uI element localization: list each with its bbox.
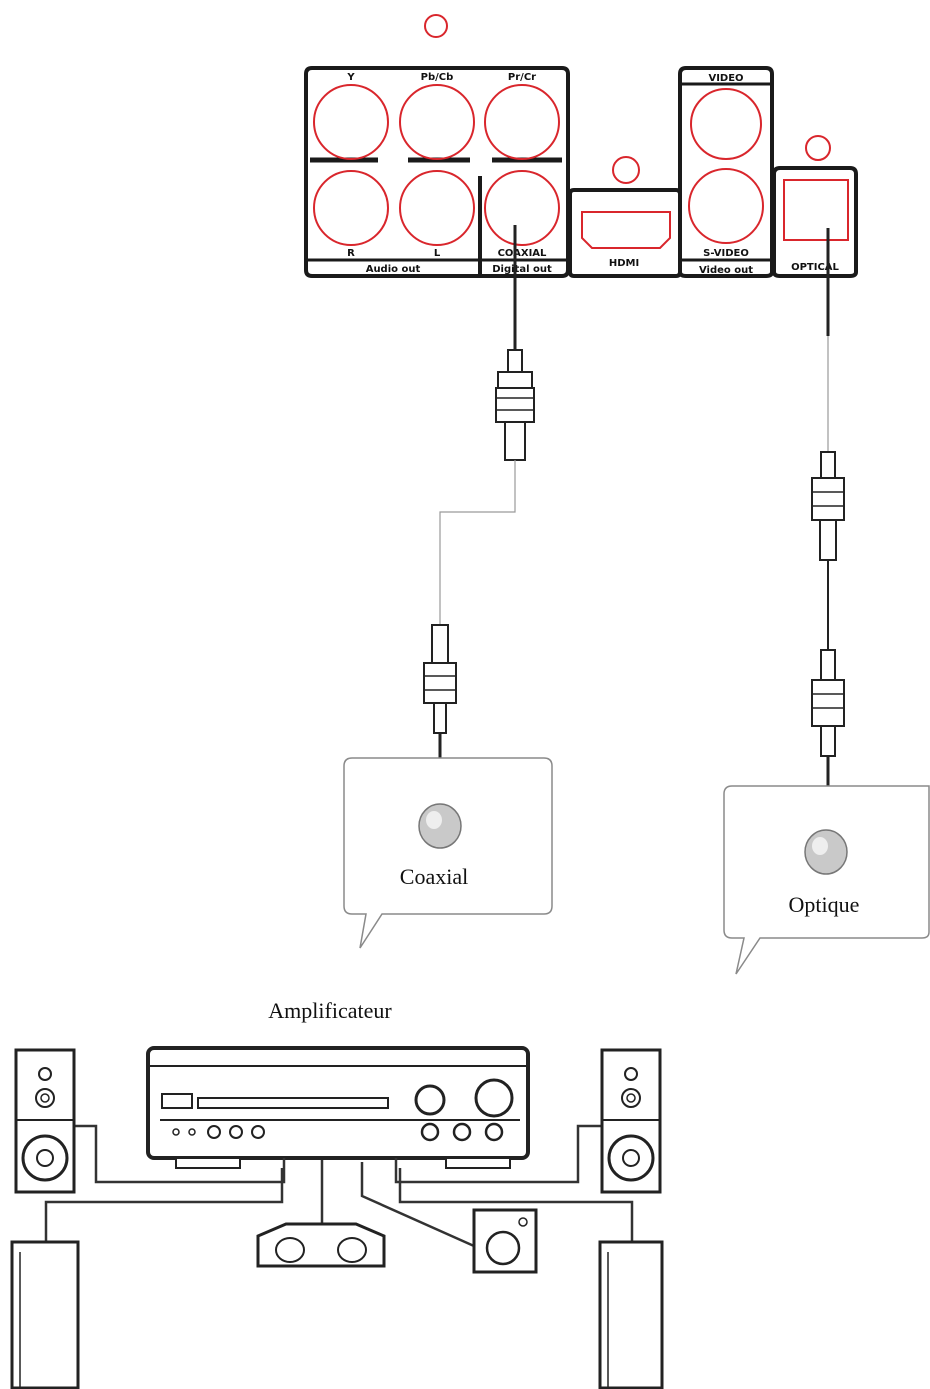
jack-video (690, 88, 762, 160)
jack-pr (484, 84, 560, 160)
jack-label-r: R (347, 248, 355, 259)
rca-plug-lower (423, 624, 457, 734)
jack-svideo (688, 168, 764, 244)
marker-circle-optical (805, 135, 831, 161)
coaxial-cable (423, 225, 535, 808)
section-video-out: Video out (699, 265, 753, 276)
hdmi-label: HDMI (609, 258, 639, 269)
svideo-label: S-VIDEO (703, 248, 749, 259)
callout-optique: Optique (723, 785, 930, 975)
optical-plug-upper (811, 451, 845, 561)
jack-coaxial (484, 170, 560, 246)
volume-knob-large (474, 1078, 514, 1118)
jack-label-y: Y (346, 72, 355, 83)
optical-port (783, 179, 849, 241)
section-audio-out: Audio out (366, 264, 421, 275)
callout-coaxial: Coaxial (343, 757, 553, 949)
audio-digital-panel: Y Pb/Cb Pr/Cr R L COAXIAL Audio out Digi… (304, 14, 570, 278)
optical-cable (811, 228, 845, 830)
speaker-rear-right (598, 1240, 664, 1389)
optique-caption: Optique (789, 892, 860, 917)
marker-circle-top (424, 14, 448, 38)
optical-plug-lower (811, 649, 845, 757)
volume-knob-small (414, 1084, 446, 1116)
video-label: VIDEO (708, 73, 743, 84)
jack-pb (399, 84, 475, 160)
hdmi-panel: HDMI (568, 156, 682, 278)
amplifier-caption: Amplificateur (268, 998, 392, 1023)
jack-l (399, 170, 475, 246)
speaker-wiring (44, 1124, 634, 1248)
marker-circle-hdmi (612, 156, 640, 184)
rca-plug-upper (495, 349, 535, 461)
speaker-front-left (14, 1048, 76, 1194)
section-digital-out: Digital out (492, 264, 552, 275)
jack-label-coaxial: COAXIAL (498, 248, 547, 259)
jack-label-pr: Pr/Cr (508, 72, 536, 83)
jack-label-pb: Pb/Cb (421, 72, 454, 83)
speaker-front-right (600, 1048, 662, 1194)
optical-panel: OPTICAL (772, 135, 858, 278)
jack-r (313, 170, 389, 246)
optical-plug-end (804, 829, 848, 875)
jack-y (313, 84, 389, 160)
speaker-rear-left (10, 1240, 80, 1389)
optical-label: OPTICAL (791, 262, 839, 273)
amplifier-unit (146, 1046, 530, 1169)
video-panel: VIDEO S-VIDEO Video out (678, 66, 774, 278)
speaker-center (256, 1222, 386, 1268)
hdmi-port (581, 211, 671, 249)
subwoofer (472, 1208, 538, 1274)
jack-label-l: L (434, 248, 441, 259)
coaxial-plug-end (418, 803, 462, 849)
coaxial-caption: Coaxial (400, 864, 468, 889)
